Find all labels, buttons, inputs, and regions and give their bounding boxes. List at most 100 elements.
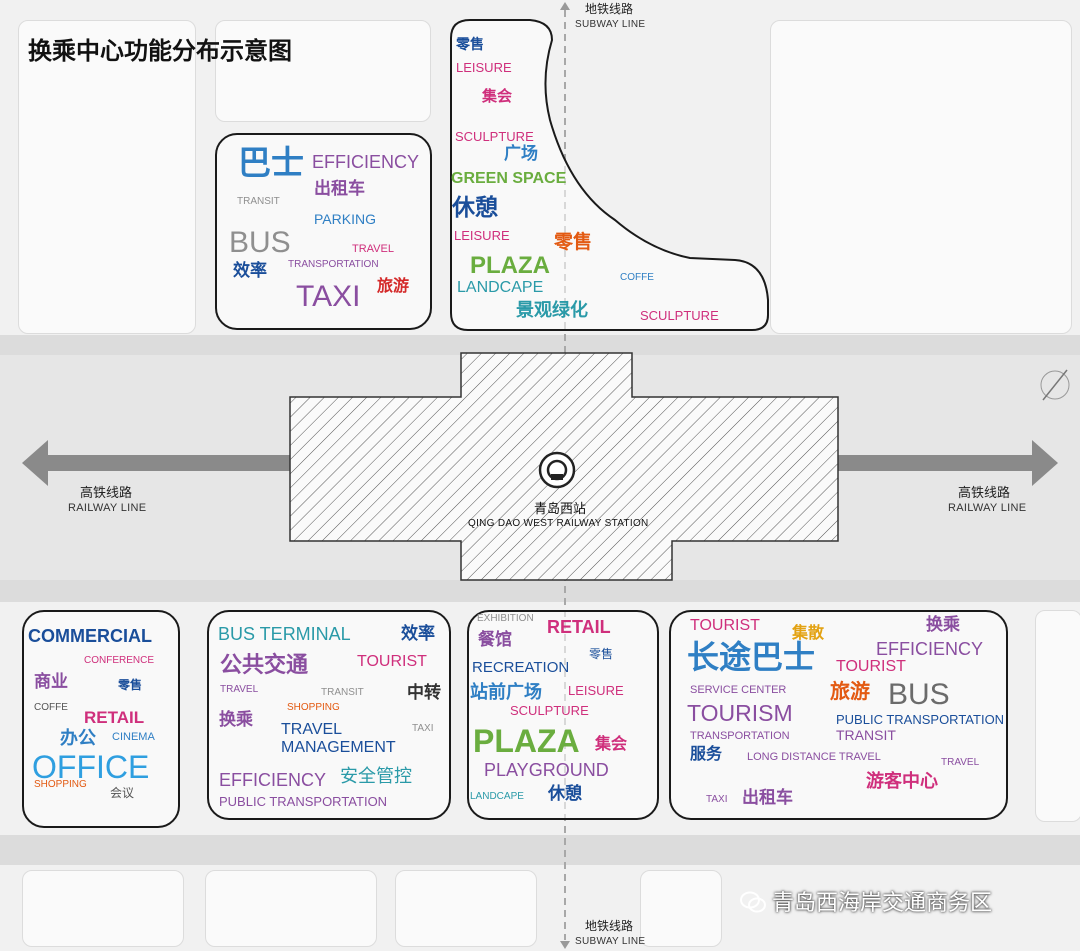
word: 换乘 [926,615,960,634]
word: 出租车 [314,179,365,198]
word: BUS [888,678,950,711]
subway-label-bottom-en: SUBWAY LINE [575,936,646,947]
railway-label-left-en: RAILWAY LINE [68,502,147,514]
word: 效率 [233,261,267,280]
word: 公共交通 [220,652,309,677]
city-block [205,870,377,947]
subway-label-top-en: SUBWAY LINE [575,19,646,30]
word: 服务 [690,746,723,763]
word: TRAVEL [352,243,394,255]
word: 集散 [792,625,825,642]
word: SCULPTURE [510,703,589,718]
city-block [18,20,196,334]
word: 效率 [401,624,435,643]
word: 集会 [482,88,513,105]
station-name-cn: 青岛西站 [534,501,587,516]
zone-south-4 [669,610,1008,820]
word: LEISURE [456,60,512,75]
city-block [395,870,537,947]
word: PARKING [314,211,376,227]
word: PLAZA [470,252,550,279]
zone-north-left [215,133,432,330]
word: TRANSPORTATION [288,259,379,270]
word: COMMERCIAL [28,626,152,646]
word: PLAYGROUND [484,760,609,780]
word: 零售 [554,232,593,253]
word: RETAIL [547,617,611,637]
zone-south-1 [22,610,180,828]
word: BUS [229,226,291,259]
city-block [1035,610,1080,822]
word: EFFICIENCY [876,639,984,659]
word: 零售 [589,647,614,661]
word: MANAGEMENT [281,739,396,756]
word: 休憩 [548,784,582,803]
city-block [22,870,184,947]
word: EFFICIENCY [219,770,327,790]
word: LEISURE [454,228,510,243]
word: OFFICE [32,749,150,785]
word: 办公 [60,728,96,748]
word: SCULPTURE [455,129,534,144]
railway-label-left-cn: 高铁线路 [80,485,133,500]
word: 巴士 [238,144,304,181]
word: TRAVEL [941,757,980,768]
word: 会议 [110,786,135,800]
word: PLAZA [473,723,580,759]
word: LANDCAPE [470,791,524,802]
word: EFFICIENCY [312,152,420,172]
word: TOURIST [690,617,760,634]
zone-south-2 [207,610,451,820]
word: TRAVEL [220,684,259,695]
subway-label-top-cn: 地铁线路 [585,2,634,16]
word: TOURISM [687,700,793,726]
word: 休憩 [452,194,498,220]
word: TAXI [296,280,361,313]
word: RECREATION [472,659,570,676]
word: 旅游 [377,278,410,295]
word: CINEMA [112,731,155,743]
word: LEISURE [568,683,624,698]
word: TAXI [412,723,434,734]
north-road [0,335,1080,355]
word: PUBLIC TRANSPORTATION [836,712,1005,727]
word: TOURIST [836,658,906,675]
wechat-icon [740,890,766,914]
word: 出租车 [742,788,793,807]
word: TAXI [706,794,728,805]
city-block [215,20,431,122]
word: 零售 [456,36,484,52]
word: 旅游 [830,681,870,703]
word: 站前广场 [470,682,542,702]
word: 商业 [34,672,68,691]
word: SHOPPING [34,779,87,790]
word: 长途巴士 [687,639,816,675]
zone-south-3 [467,610,659,820]
word: TOURIST [357,653,427,670]
word: RETAIL [84,708,145,727]
word: 餐馆 [478,630,512,649]
word: SCULPTURE [640,308,719,323]
word: TRAVEL [281,721,343,738]
word: 景观绿化 [516,300,588,320]
word: 安全管控 [340,766,412,786]
city-block [640,870,722,947]
word: TRANSIT [237,196,280,207]
word: 集会 [595,736,628,753]
subway-label-bottom-cn: 地铁线路 [585,919,634,933]
word: COFFE [620,272,654,283]
word: GREEN SPACE [451,170,567,187]
word: 换乘 [219,710,253,729]
page-title: 换乘中心功能分布示意图 [28,38,292,65]
word: TRANSPORTATION [690,730,790,742]
railway-label-right-cn: 高铁线路 [958,485,1011,500]
word: EXHIBITION [477,613,534,624]
station-name-en: QING DAO WEST RAILWAY STATION [468,518,649,529]
word: BUS TERMINAL [218,624,351,644]
word: 游客中心 [866,771,938,791]
south-road-2 [0,835,1080,865]
word: LANDCAPE [457,279,544,296]
word: COFFE [34,702,68,713]
